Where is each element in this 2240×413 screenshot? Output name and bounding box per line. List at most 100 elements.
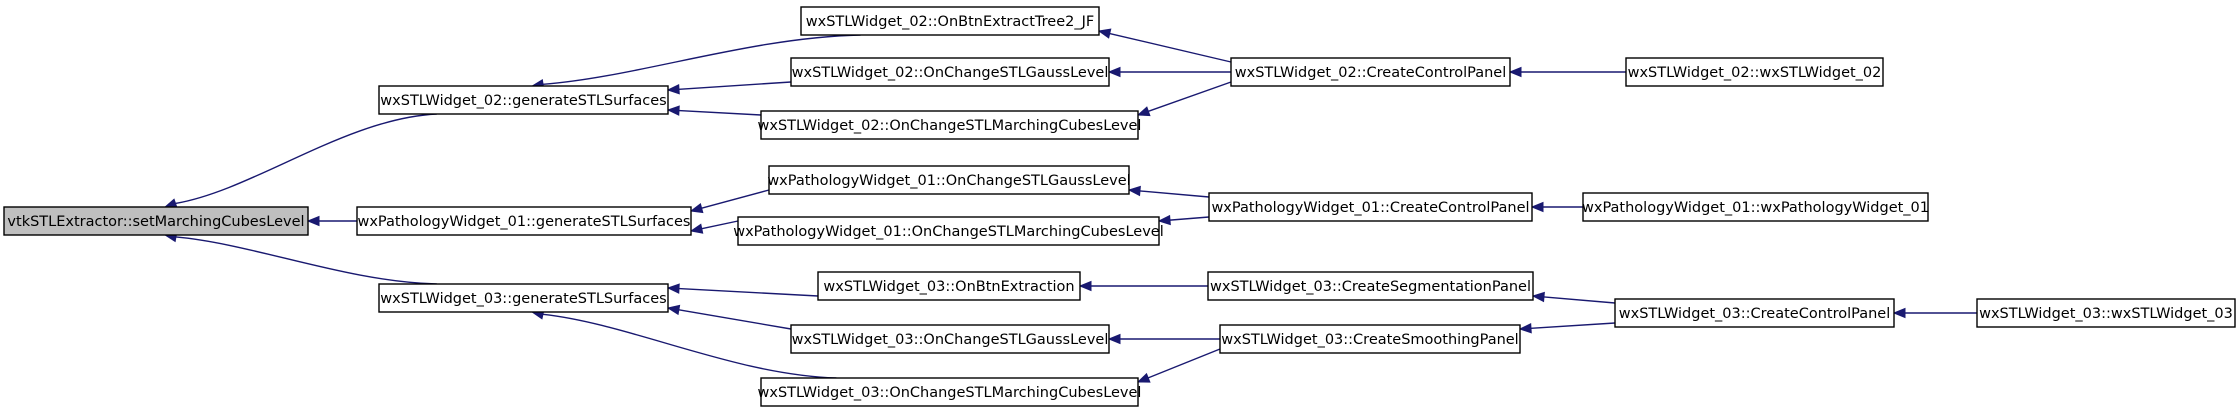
arrowhead-icon xyxy=(666,304,681,316)
node-label: vtkSTLExtractor::setMarchingCubesLevel xyxy=(7,214,304,230)
node-caller[interactable]: wxSTLWidget_02::wxSTLWidget_02 xyxy=(1625,57,1884,87)
edge-line xyxy=(1147,348,1221,379)
edge-line xyxy=(678,81,792,90)
call-edge xyxy=(1078,280,1208,292)
call-edge xyxy=(666,304,792,330)
edge-line xyxy=(678,109,762,116)
node-label: wxPathologyWidget_01::CreateControlPanel xyxy=(1211,200,1529,216)
arrowhead-icon xyxy=(1892,307,1906,319)
node-label: wxSTLWidget_03::OnChangeSTLMarchingCubes… xyxy=(758,385,1142,401)
node-caller[interactable]: wxSTLWidget_02::OnChangeSTLGaussLevel xyxy=(790,57,1110,87)
arrowhead-icon xyxy=(1107,66,1121,78)
edge-line xyxy=(678,309,792,330)
call-edge xyxy=(1518,322,1616,334)
edge-line xyxy=(1139,190,1210,198)
arrowhead-icon xyxy=(689,202,704,214)
call-edge xyxy=(1530,201,1583,213)
node-caller[interactable]: wxPathologyWidget_01::OnChangeSTLMarchin… xyxy=(733,216,1164,246)
arrowhead-icon xyxy=(666,84,680,95)
node-label: wxPathologyWidget_01::wxPathologyWidget_… xyxy=(1582,200,1929,216)
edge-line xyxy=(701,220,739,230)
edge-line xyxy=(1543,296,1616,304)
node-label: wxSTLWidget_03::OnBtnExtraction xyxy=(823,279,1074,295)
edge-line xyxy=(175,236,437,285)
node-caller[interactable]: wxSTLWidget_03::CreateSmoothingPanel xyxy=(1219,324,1521,354)
edge-line xyxy=(678,287,819,297)
node-caller[interactable]: wxSTLWidget_02::CreateControlPanel xyxy=(1230,57,1511,87)
node-label: wxSTLWidget_02::generateSTLSurfaces xyxy=(380,93,666,109)
node-label: wxSTLWidget_02::wxSTLWidget_02 xyxy=(1628,65,1882,81)
node-label: wxSTLWidget_02::OnBtnExtractTree2_JF xyxy=(806,14,1094,30)
node-caller[interactable]: wxPathologyWidget_01::generateSTLSurface… xyxy=(356,206,692,236)
arrowhead-icon xyxy=(1107,333,1121,345)
node-label: wxPathologyWidget_01::OnChangeSTLGaussLe… xyxy=(767,173,1130,189)
node-label: wxPathologyWidget_01::generateSTLSurface… xyxy=(357,214,690,230)
call-edge xyxy=(1107,66,1231,78)
edges-layer xyxy=(163,28,1977,383)
edge-line xyxy=(542,313,837,379)
arrowhead-icon xyxy=(1531,291,1545,303)
call-edge xyxy=(1531,291,1616,304)
node-caller[interactable]: wxSTLWidget_03::wxSTLWidget_03 xyxy=(1976,298,2236,328)
call-edge xyxy=(1136,81,1232,117)
node-caller[interactable]: wxSTLWidget_02::OnChangeSTLMarchingCubes… xyxy=(758,110,1142,140)
node-label: wxSTLWidget_03::CreateSmoothingPanel xyxy=(1221,332,1518,348)
call-edge xyxy=(1127,185,1210,198)
call-edge xyxy=(1892,307,1977,319)
node-label: wxSTLWidget_03::CreateSegmentationPanel xyxy=(1210,279,1531,295)
edge-line xyxy=(542,34,861,86)
node-caller[interactable]: wxSTLWidget_03::OnChangeSTLMarchingCubes… xyxy=(758,377,1142,407)
node-label: wxSTLWidget_03::OnChangeSTLGaussLevel xyxy=(792,332,1109,348)
arrowhead-icon xyxy=(1518,323,1532,334)
arrowhead-icon xyxy=(306,215,320,227)
edge-line xyxy=(1530,322,1616,330)
node-caller[interactable]: wxSTLWidget_03::OnChangeSTLGaussLevel xyxy=(790,324,1110,354)
node-root[interactable]: vtkSTLExtractor::setMarchingCubesLevel xyxy=(3,206,309,236)
edge-line xyxy=(175,113,437,205)
arrowhead-icon xyxy=(1127,185,1141,197)
call-edge xyxy=(1097,28,1232,63)
node-caller[interactable]: wxSTLWidget_03::CreateSegmentationPanel xyxy=(1207,271,1534,301)
edge-line xyxy=(1148,81,1232,112)
arrowhead-icon xyxy=(1097,28,1112,39)
arrowhead-icon xyxy=(666,105,680,116)
call-edge xyxy=(666,283,819,297)
arrowhead-icon xyxy=(689,223,704,234)
arrowhead-icon xyxy=(1530,201,1544,213)
edge-line xyxy=(1169,216,1210,221)
node-label: wxSTLWidget_02::CreateControlPanel xyxy=(1235,65,1507,81)
node-caller[interactable]: wxSTLWidget_03::generateSTLSurfaces xyxy=(378,283,669,313)
node-label: wxSTLWidget_03::wxSTLWidget_03 xyxy=(1979,306,2233,322)
call-edge xyxy=(306,215,357,227)
call-edge xyxy=(666,105,762,116)
call-edge xyxy=(689,189,770,214)
node-label: wxPathologyWidget_01::OnChangeSTLMarchin… xyxy=(733,224,1164,240)
node-caller[interactable]: wxPathologyWidget_01::OnChangeSTLGaussLe… xyxy=(767,165,1131,195)
node-caller[interactable]: wxPathologyWidget_01::wxPathologyWidget_… xyxy=(1582,192,1929,222)
arrowhead-icon xyxy=(1157,214,1171,226)
arrowhead-icon xyxy=(666,283,680,294)
node-caller[interactable]: wxSTLWidget_03::OnBtnExtraction xyxy=(817,271,1081,301)
call-edge xyxy=(163,231,437,285)
call-edge xyxy=(1136,348,1221,383)
arrowhead-icon xyxy=(1508,66,1522,78)
node-caller[interactable]: wxSTLWidget_03::CreateControlPanel xyxy=(1614,298,1895,328)
node-label: wxSTLWidget_03::CreateControlPanel xyxy=(1619,306,1891,322)
node-caller[interactable]: wxPathologyWidget_01::CreateControlPanel xyxy=(1208,192,1533,222)
edge-line xyxy=(1109,32,1232,63)
arrowhead-icon xyxy=(1136,372,1151,383)
call-edge xyxy=(666,81,792,95)
node-label: wxSTLWidget_02::OnChangeSTLGaussLevel xyxy=(792,65,1109,81)
call-edge xyxy=(163,113,437,209)
call-edge xyxy=(1107,333,1220,345)
arrowhead-icon xyxy=(1078,280,1092,292)
node-label: wxSTLWidget_02::OnChangeSTLMarchingCubes… xyxy=(758,118,1142,134)
node-caller[interactable]: wxSTLWidget_02::OnBtnExtractTree2_JF xyxy=(800,6,1100,36)
node-label: wxSTLWidget_03::generateSTLSurfaces xyxy=(380,291,666,307)
call-edge xyxy=(1508,66,1626,78)
call-edge xyxy=(689,220,739,234)
node-caller[interactable]: wxSTLWidget_02::generateSTLSurfaces xyxy=(378,85,669,115)
edge-line xyxy=(701,189,770,209)
arrowhead-icon xyxy=(1136,106,1151,117)
